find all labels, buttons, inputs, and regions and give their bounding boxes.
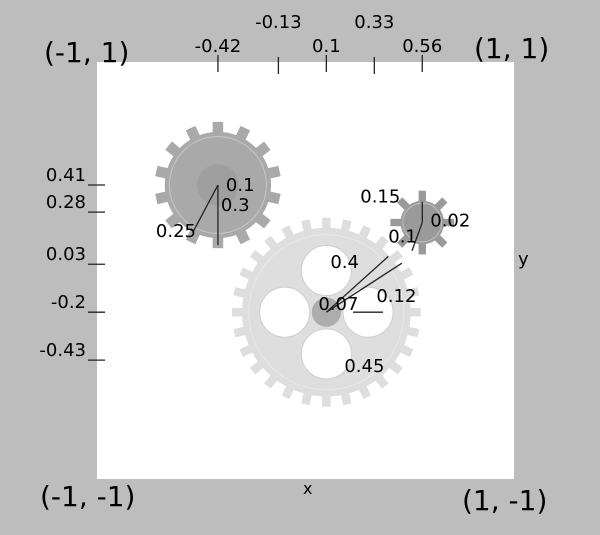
big-gear-hole [300,244,352,297]
left-gear: 0.3 0.25 0.1 [155,121,281,249]
corner-label-top-left: (-1, 1) [44,36,129,69]
left-gear-pitch-radius-line [192,184,219,232]
big-gear-tooth [322,393,331,407]
corner-label-top-right: (1, 1) [474,32,549,65]
corner-label-bottom-left: (-1, -1) [40,480,135,513]
big-gear-tooth [322,217,331,231]
big-gear-tooth [231,307,245,317]
big-gear-tooth [407,307,421,317]
big-gear-pitch-radius-line [325,255,389,313]
small-gear-tooth [418,190,426,204]
big-gear: 0.12 0.45 0.4 0.07 [231,217,421,407]
small-gear-tooth [441,218,455,227]
top-tick-label: 0.33 [354,12,394,33]
left-gear-pitch-radius-label: 0.25 [156,221,196,242]
top-tick-label: 0.56 [402,36,442,57]
big-gear-pitch-radius-label: 0.4 [330,252,359,273]
y-axis-label: y [518,249,529,270]
top-tick-label: -0.42 [195,36,242,57]
top-tick-label: -0.13 [255,12,302,33]
small-gear-outer-radius-label: 0.15 [360,187,400,208]
big-gear-outer-radius-line [325,262,403,313]
big-gear-hole-radius-label: 0.12 [376,286,416,307]
small-gear: 0.15 0.1 0.02 [360,187,470,255]
gear-layer: 0.3 0.25 0.1 0.12 0.45 0.4 0.07 0.15 0.1 0.02 [155,121,470,407]
left-tick-label: -0.2 [51,292,86,313]
big-gear-hub-radius-label: 0.07 [318,294,358,315]
big-gear-hole [300,328,352,380]
big-gear-pitch-ring [248,234,405,391]
left-gear-tooth [212,121,224,135]
left-tick-label: 0.28 [46,192,86,213]
left-tick-label: -0.43 [39,340,86,361]
corner-label-bottom-right: (1, -1) [462,484,547,517]
small-gear-tooth [418,241,426,255]
big-gear-outer-radius-label: 0.45 [344,356,384,377]
tick-layer: -0.42 0.1 0.56 -0.13 0.33 0.41 0.28 0.03 -0.2 -0.… [39,12,442,361]
left-tick-label: 0.03 [46,244,86,265]
left-gear-hub [197,164,239,206]
big-gear-hole [259,286,311,338]
left-gear-outer-radius-label: 0.3 [221,195,250,216]
left-gear-hub-radius-label: 0.1 [226,175,255,196]
small-gear-hub-radius-label: 0.02 [430,211,470,232]
small-gear-pitch-radius-label: 0.1 [388,227,417,248]
top-tick-label: 0.1 [312,36,341,57]
x-axis-label: x [303,479,312,498]
small-gear-outer-radius-line [411,222,423,251]
left-tick-label: 0.41 [46,165,86,186]
small-gear-tooth [390,218,404,227]
